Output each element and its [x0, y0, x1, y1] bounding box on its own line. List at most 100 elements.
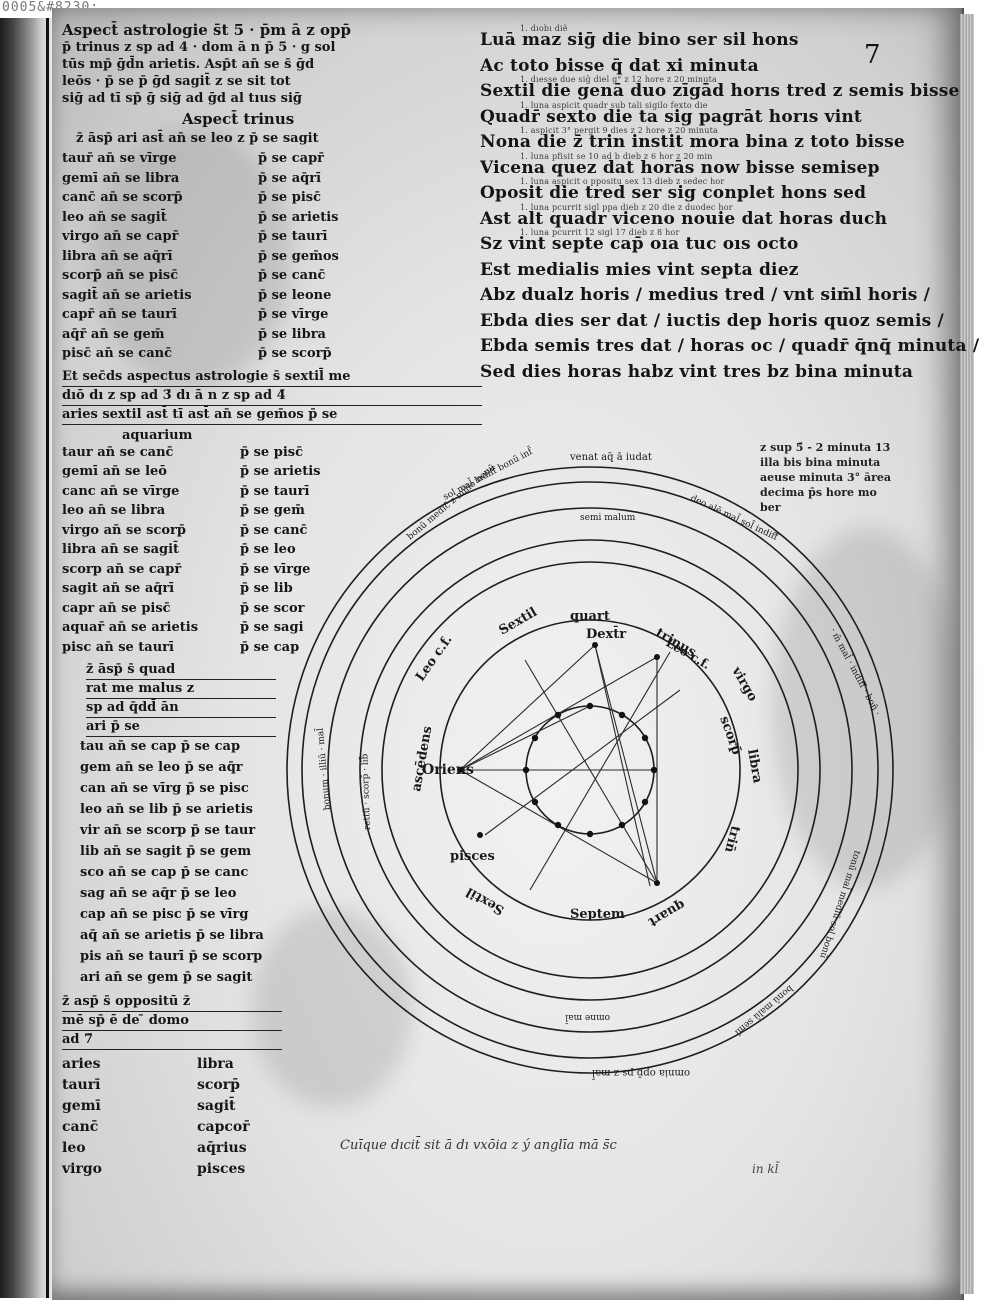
- point: [641, 734, 649, 742]
- trine-triangle: [459, 643, 658, 885]
- point: [457, 767, 463, 773]
- rubric-line: ari p̄ se: [86, 718, 276, 737]
- table-cell: aq̄ an̄ se arietis p̄ se libra: [80, 928, 264, 943]
- table-row: libra an̄ se sagit̄p̄ se leo: [62, 542, 482, 562]
- point: [618, 821, 626, 829]
- table-cell: leo an̄ se libra: [62, 503, 166, 518]
- table-cell: p̄ se lib: [240, 581, 293, 596]
- verse-line: Ebda dies ser dat / iuctis dep horis quo…: [480, 311, 944, 337]
- aspect-line: [524, 659, 656, 881]
- table-cell: p̄ se arietis: [258, 209, 339, 225]
- verse-line: 1. luna aspicit quadr sub tali sigilo fe…: [480, 101, 940, 133]
- verse-text: Quadr̄ sexto die ta sig pagrāt horıs vi…: [480, 106, 862, 127]
- heading-line: leōs · p̄ se p̄ ḡd sagit̄ z se sit tot: [62, 74, 291, 89]
- book-binding: [0, 18, 52, 1298]
- table-row: canc an̄ se vīrge p̄ se taurī: [62, 484, 482, 504]
- verse-text: Sextil die genā duo zīgād horıs tred z…: [480, 81, 960, 101]
- table-cell: canc an̄ se vīrge: [62, 483, 180, 499]
- table-cell: libra an̄ se aq̄rī: [62, 248, 173, 264]
- verse-line: 1. dıesse due siḡ diel g° z 12 hore z 2…: [480, 75, 959, 107]
- interlinear-gloss: 1. dıobı diẽ: [520, 24, 568, 33]
- table-row: ari an̄ se gem p̄ se sagit: [62, 970, 482, 991]
- margin-gloss-line: decima p̄s hore mo: [760, 486, 877, 499]
- table-row: lib an̄ se sagit p̄ se gem: [62, 844, 482, 865]
- table-cell: p̄ se gem̄os: [258, 248, 339, 264]
- table-cell: tau an̄ se cap p̄ se cap: [80, 739, 241, 754]
- table-cell: p̄ se canc̄: [258, 268, 326, 283]
- diagram-label: pisces: [450, 849, 495, 864]
- interlinear-gloss: 1. luna pfisit se 10 ad b dieb z 6 hor z…: [520, 151, 713, 161]
- outer-ring: [286, 466, 894, 1074]
- heading-line: tūs mp̄ ḡd̄n arietis. Asp̄t an̄ se s̄ …: [62, 57, 315, 72]
- table-cell: gemī an̄ se libra: [62, 170, 180, 186]
- point: [592, 642, 598, 648]
- verse-text: Sz vint septe cap̄ oıa tuc oıs octo: [480, 234, 799, 254]
- heading-line: p̄ trinus z sp ad 4 · dom ā n p̄ 5 · g …: [62, 40, 336, 55]
- table-cell: sagit̄: [197, 1098, 236, 1114]
- bottom-annotation: in kl̄: [752, 1162, 779, 1176]
- aspect-line: [529, 651, 671, 891]
- table-cell: p̄ se taurī: [240, 483, 310, 499]
- interlinear-gloss: 1. luna aspicit o ppositu sex 13 dieb z …: [520, 177, 725, 186]
- table-cell: p̄ se canc̄: [240, 522, 308, 538]
- rubric-line: z̄ āsp̄ s̄ quad: [86, 661, 276, 680]
- trine-heading: Aspect̄ trinus: [182, 110, 295, 128]
- diagram-label: Sextil: [497, 605, 540, 639]
- table-cell: capcor̄: [197, 1119, 250, 1135]
- table-cell: pisces: [197, 1161, 246, 1177]
- table-cell: sco an̄ se cap p̄ se canc: [80, 865, 249, 880]
- table-cell: scorp̄: [197, 1077, 240, 1093]
- table-row: aq̄ an̄ se arietis p̄ se libra: [62, 928, 482, 949]
- page-edges: [960, 14, 974, 1294]
- table-row: vir an̄ se scorp p̄ se taur: [62, 823, 482, 844]
- table-row: leo an̄ se sagit̄ p̄ se arietis: [62, 210, 482, 230]
- margin-gloss: z sup 5̄ - 2 minuta 13 illa bis bina min…: [760, 440, 920, 515]
- margin-gloss-line: aeuse minuta 3° ārea: [760, 471, 892, 484]
- verse-text: Ebda semis tres dat / horas oc / quadr̄ …: [480, 336, 980, 356]
- table-cell: leo an̄ se sagit̄: [62, 209, 167, 225]
- table-row: canc̄ an̄ se scorp̄p̄ se pisc̄: [62, 190, 482, 210]
- diagram-label: trin̄: [721, 824, 743, 855]
- verse-line: Ebda semis tres dat / horas oc / quadr̄ …: [480, 336, 979, 362]
- inner-points: [457, 642, 660, 886]
- point: [586, 830, 594, 838]
- folio-number: 7: [864, 40, 881, 70]
- table-cell: p̄ se vīrge: [258, 307, 329, 322]
- rubric-line: z̄ asp̄ s̄ oppositū z̄: [62, 993, 282, 1012]
- diagram-label: quart: [570, 609, 610, 624]
- point: [554, 711, 562, 719]
- rubric-line: mē sp̄ ē de ̄ domo: [62, 1012, 282, 1031]
- opposition-rubric: z̄ asp̄ s̄ oppositū z̄ mē sp̄ ē de ̄ …: [62, 993, 282, 1050]
- table-cell: canc̄ an̄ se scorp̄: [62, 190, 183, 205]
- table-row: scorp an̄ se capr̄p̄ se vīrge: [62, 562, 482, 582]
- table-cell: leo an̄ se lib p̄ se arietis: [80, 802, 253, 817]
- table-cell: p̄ se leo: [240, 542, 296, 557]
- ring-text: sol mal̄ indiff̄ bonū inf̄: [441, 445, 536, 503]
- verse-line: 1. aspicit 3° pergit 9 dies z 2 hore z 2…: [480, 126, 940, 158]
- verse-text: Ac toto bisse q̄ dat xi minuta: [480, 55, 759, 76]
- table-cell: taurī: [62, 1077, 101, 1093]
- point: [531, 734, 539, 742]
- table-cell: cap an̄ se pisc p̄ se vīrg: [80, 907, 249, 922]
- point: [641, 798, 649, 806]
- table-cell: taur̄ an̄ se vīrge: [62, 151, 177, 166]
- rubric-line: sp ad q̄dd̄ ān: [86, 699, 276, 718]
- table-cell: scorp an̄ se capr̄: [62, 561, 182, 577]
- diagram-label: quart: [646, 897, 688, 930]
- table-cell: p̄ se sagi: [240, 620, 304, 635]
- table-cell: gem an̄ se leo p̄ se aq̄r: [80, 760, 243, 775]
- bottom-annotation: Cuīque dıcit̄ sit ā dı vxōia z ý angl…: [340, 1138, 617, 1153]
- point: [477, 832, 483, 838]
- verse-text: Sed dies horas habz vint tres bz bina mi…: [480, 361, 914, 382]
- stain: [252, 908, 412, 1108]
- diagram-label: Leo c.f.: [413, 633, 456, 685]
- table-cell: sag an̄ se aq̄r p̄ se leo: [80, 886, 237, 901]
- ring-text: omnia opp̄ ps z mal̄: [592, 1067, 690, 1079]
- point: [586, 702, 594, 710]
- verse-text: Luā maz siḡ die bino ser sil hons: [480, 30, 799, 50]
- interlinear-gloss: 1. luna pcurrit 12 sigl 17 dieb z 8 hor: [520, 228, 680, 237]
